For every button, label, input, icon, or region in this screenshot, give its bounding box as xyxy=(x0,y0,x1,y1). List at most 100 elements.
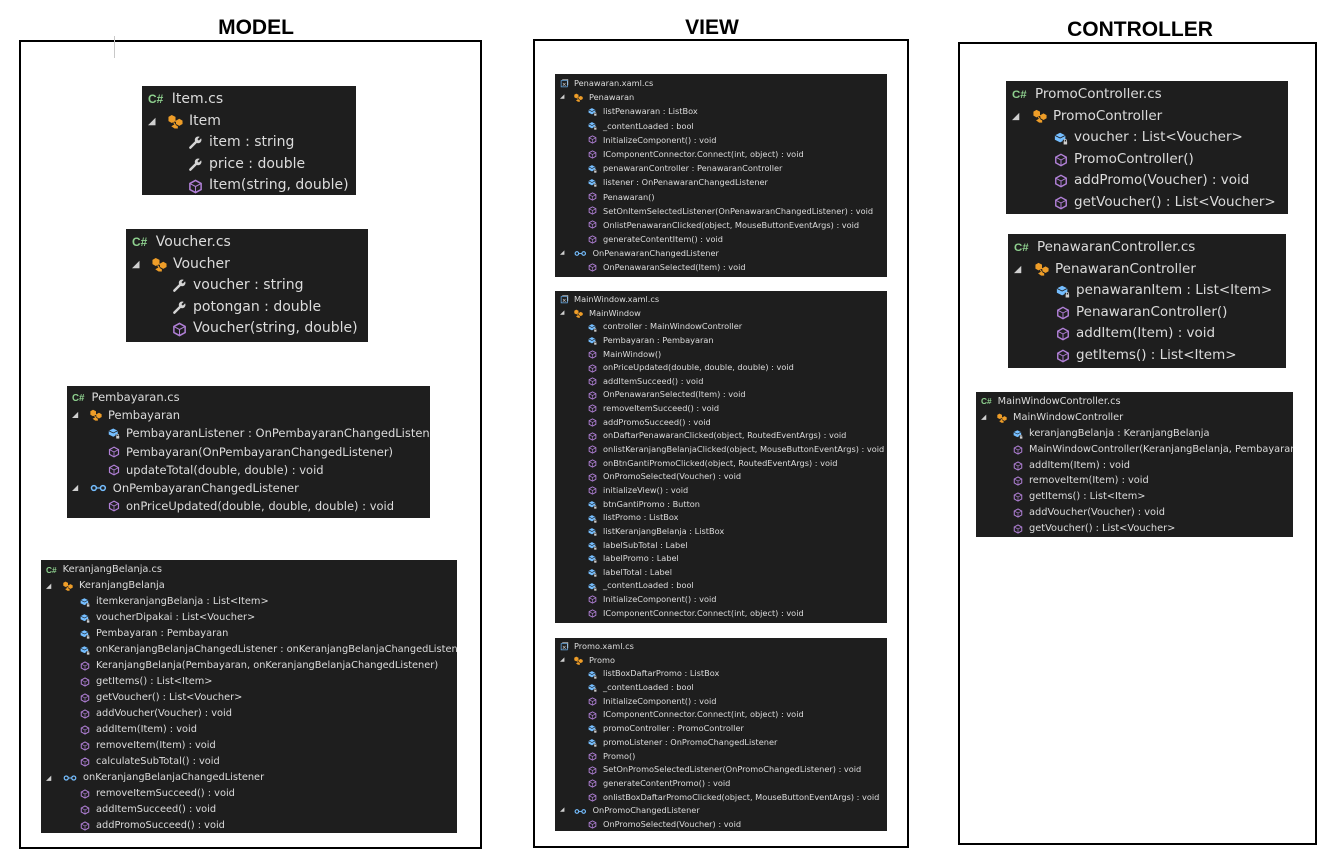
expand-arrow-icon[interactable]: ◢ xyxy=(560,94,565,101)
class-node[interactable]: ◢Voucher xyxy=(126,254,368,276)
method-item[interactable]: MainWindowController(KeranjangBelanja, P… xyxy=(976,442,1293,458)
member-item[interactable]: onKeranjangBelanjaChangedListener : onKe… xyxy=(41,642,457,658)
class-node[interactable]: ◢MainWindow xyxy=(555,307,887,321)
member-item[interactable]: labelTotal : Label xyxy=(555,566,887,580)
member-item[interactable]: listPromo : ListBox xyxy=(555,511,887,525)
method-item[interactable]: removeItemSucceed() : void xyxy=(555,402,887,416)
member-item[interactable]: Pembayaran : Pembayaran xyxy=(41,626,457,642)
method-item[interactable]: PromoController() xyxy=(1006,149,1288,171)
method-item[interactable]: PenawaranController() xyxy=(1008,302,1286,324)
file-header[interactable]: C#KeranjangBelanja.cs xyxy=(41,562,457,578)
member-item[interactable]: listPenawaran : ListBox xyxy=(555,104,887,118)
file-header[interactable]: C#Item.cs xyxy=(142,89,356,111)
class-node[interactable]: ◢Item xyxy=(142,111,356,133)
interface-node[interactable]: ◢OnPromoChangedListener xyxy=(555,804,887,818)
method-item[interactable]: onPriceUpdated(double, double, double) :… xyxy=(67,497,430,515)
member-item[interactable]: controller : MainWindowController xyxy=(555,320,887,334)
method-item[interactable]: OnPromoSelected(Voucher) : void xyxy=(555,470,887,484)
method-item[interactable]: getItems() : List<Item> xyxy=(41,674,457,690)
method-item[interactable]: OnPromoSelected(Voucher) : void xyxy=(555,818,887,831)
method-item[interactable]: SetOnPromoSelectedListener(OnPromoChange… xyxy=(555,763,887,777)
member-item[interactable]: labelSubTotal : Label xyxy=(555,539,887,553)
method-item[interactable]: OnPenawaranSelected(Item) : void xyxy=(555,260,887,274)
method-item[interactable]: SetOnItemSelectedListener(OnPenawaranCha… xyxy=(555,204,887,218)
member-item[interactable]: _contentLoaded : bool xyxy=(555,119,887,133)
expand-arrow-icon[interactable]: ◢ xyxy=(1014,263,1022,275)
method-item[interactable]: removeItem(Item) : void xyxy=(976,473,1293,489)
expand-arrow-icon[interactable]: ◢ xyxy=(560,250,565,257)
method-item[interactable]: onDaftarPenawaranClicked(object, RoutedE… xyxy=(555,429,887,443)
expand-arrow-icon[interactable]: ◢ xyxy=(560,656,565,663)
method-item[interactable]: OnlistPenawaranClicked(object, MouseButt… xyxy=(555,218,887,232)
class-node[interactable]: ◢PenawaranController xyxy=(1008,259,1286,281)
method-item[interactable]: onlistBoxDaftarPromoClicked(object, Mous… xyxy=(555,791,887,805)
member-item[interactable]: voucherDipakai : List<Voucher> xyxy=(41,610,457,626)
expand-arrow-icon[interactable]: ◢ xyxy=(46,774,52,782)
method-item[interactable]: initializeView() : void xyxy=(555,484,887,498)
method-item[interactable]: removeItemSucceed() : void xyxy=(41,786,457,802)
method-item[interactable]: getItems() : List<Item> xyxy=(1008,345,1286,367)
class-node[interactable]: ◢KeranjangBelanja xyxy=(41,578,457,594)
method-item[interactable]: calculateSubTotal() : void xyxy=(41,754,457,770)
method-item[interactable]: InitializeComponent() : void xyxy=(555,133,887,147)
method-item[interactable]: generateContentPromo() : void xyxy=(555,777,887,791)
method-item[interactable]: getItems() : List<Item> xyxy=(976,489,1293,505)
expand-arrow-icon[interactable]: ◢ xyxy=(981,412,987,421)
expand-arrow-icon[interactable]: ◢ xyxy=(72,482,79,492)
member-item[interactable]: _contentLoaded : bool xyxy=(555,681,887,695)
expand-arrow-icon[interactable]: ◢ xyxy=(132,258,140,270)
file-header[interactable]: Promo.xaml.cs xyxy=(555,640,887,654)
method-item[interactable]: removeItem(Item) : void xyxy=(41,738,457,754)
file-header[interactable]: C#PromoController.cs xyxy=(1006,84,1288,106)
method-item[interactable]: IComponentConnector.Connect(int, object)… xyxy=(555,147,887,161)
member-item[interactable]: keranjangBelanja : KeranjangBelanja xyxy=(976,426,1293,442)
method-item[interactable]: addVoucher(Voucher) : void xyxy=(41,706,457,722)
member-item[interactable]: penawaranItem : List<Item> xyxy=(1008,280,1286,302)
member-item[interactable]: listener : OnPenawaranChangedListener xyxy=(555,175,887,189)
expand-arrow-icon[interactable]: ◢ xyxy=(1012,110,1020,122)
method-item[interactable]: Promo() xyxy=(555,750,887,764)
method-item[interactable]: MainWindow() xyxy=(555,348,887,362)
member-item[interactable]: Pembayaran : Pembayaran xyxy=(555,334,887,348)
file-header[interactable]: C#Voucher.cs xyxy=(126,232,368,254)
member-item[interactable]: penawaranController : PenawaranControlle… xyxy=(555,161,887,175)
member-item[interactable]: PembayaranListener : OnPembayaranChanged… xyxy=(67,424,430,442)
method-item[interactable]: OnPenawaranSelected(Item) : void xyxy=(555,388,887,402)
class-node[interactable]: ◢Penawaran xyxy=(555,90,887,104)
method-item[interactable]: InitializeComponent() : void xyxy=(555,695,887,709)
method-item[interactable]: generateContentItem() : void xyxy=(555,232,887,246)
method-item[interactable]: getVoucher() : List<Voucher> xyxy=(1006,192,1288,214)
member-item[interactable]: potongan : double xyxy=(126,297,368,319)
method-item[interactable]: onBtnGantiPromoClicked(object, RoutedEve… xyxy=(555,457,887,471)
member-item[interactable]: item : string xyxy=(142,132,356,154)
member-item[interactable]: promoListener : OnPromoChangedListener xyxy=(555,736,887,750)
member-item[interactable]: labelPromo : Label xyxy=(555,552,887,566)
file-header[interactable]: Penawaran.xaml.cs xyxy=(555,76,887,90)
method-item[interactable]: addItem(Item) : void xyxy=(976,458,1293,474)
expand-arrow-icon[interactable]: ◢ xyxy=(148,115,156,127)
method-item[interactable]: KeranjangBelanja(Pembayaran, onKeranjang… xyxy=(41,658,457,674)
member-item[interactable]: voucher : string xyxy=(126,275,368,297)
class-node[interactable]: ◢Pembayaran xyxy=(67,406,430,424)
expand-arrow-icon[interactable]: ◢ xyxy=(72,410,79,420)
member-item[interactable]: listBoxDaftarPromo : ListBox xyxy=(555,667,887,681)
method-item[interactable]: Penawaran() xyxy=(555,190,887,204)
file-header[interactable]: MainWindow.xaml.cs xyxy=(555,293,887,307)
member-item[interactable]: listKeranjangBelanja : ListBox xyxy=(555,525,887,539)
method-item[interactable]: addItem(Item) : void xyxy=(41,722,457,738)
interface-node[interactable]: ◢OnPembayaranChangedListener xyxy=(67,479,430,497)
method-item[interactable]: getVoucher() : List<Voucher> xyxy=(976,521,1293,537)
class-node[interactable]: ◢PromoController xyxy=(1006,106,1288,128)
member-item[interactable]: promoController : PromoController xyxy=(555,722,887,736)
method-item[interactable]: addPromoSucceed() : void xyxy=(555,416,887,430)
method-item[interactable]: addItem(Item) : void xyxy=(1008,323,1286,345)
method-item[interactable]: addPromoSucceed() : void xyxy=(41,818,457,833)
file-header[interactable]: C#PenawaranController.cs xyxy=(1008,237,1286,259)
member-item[interactable]: itemkeranjangBelanja : List<Item> xyxy=(41,594,457,610)
method-item[interactable]: getVoucher() : List<Voucher> xyxy=(41,690,457,706)
method-item[interactable]: Voucher(string, double) xyxy=(126,318,368,340)
method-item[interactable]: InitializeComponent() : void xyxy=(555,593,887,607)
file-header[interactable]: C#Pembayaran.cs xyxy=(67,388,430,406)
class-node[interactable]: ◢MainWindowController xyxy=(976,410,1293,426)
interface-node[interactable]: ◢onKeranjangBelanjaChangedListener xyxy=(41,770,457,786)
